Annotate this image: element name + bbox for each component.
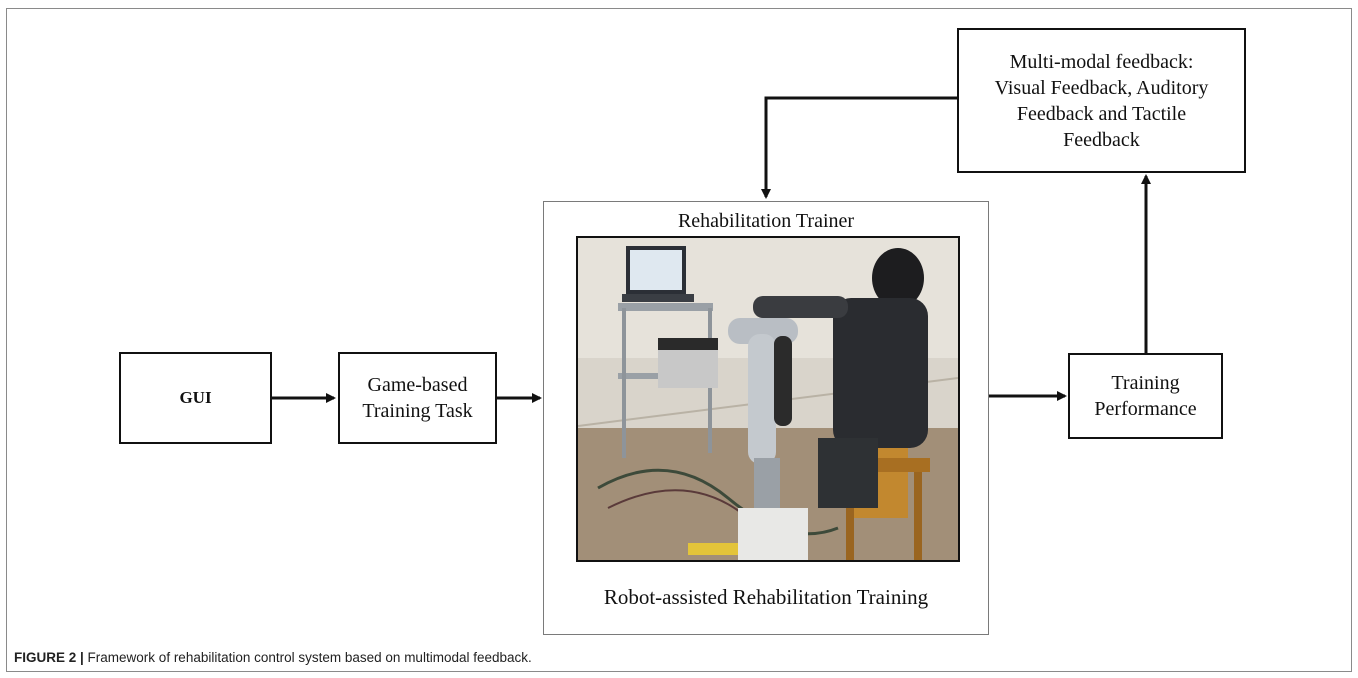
trainer-title: Rehabilitation Trainer: [677, 210, 855, 232]
figure-caption: FIGURE 2 | Framework of rehabilitation c…: [14, 650, 532, 665]
training-performance-box: Training Performance: [1068, 353, 1223, 439]
gui-label: GUI: [179, 388, 212, 407]
game-task-box: Game-based Training Task: [338, 352, 497, 444]
feedback-line-4: Feedback: [1063, 128, 1140, 151]
rehabilitation-trainer-panel: Rehabilitation Trainer: [543, 201, 989, 635]
photo-illustration: [578, 238, 958, 560]
multimodal-feedback-box: Multi-modal feedback: Visual Feedback, A…: [957, 28, 1246, 173]
feedback-line-1: Multi-modal feedback:: [1009, 50, 1194, 73]
trainer-caption: Robot-assisted Rehabilitation Training: [603, 585, 929, 609]
performance-line-2: Performance: [1094, 398, 1197, 420]
gui-box: GUI: [119, 352, 272, 444]
feedback-line-3: Feedback and Tactile: [1016, 102, 1187, 125]
game-task-line-1: Game-based: [367, 374, 468, 396]
figure-frame: [6, 8, 1352, 672]
figure-caption-text: Framework of rehabilitation control syst…: [83, 650, 532, 665]
game-task-line-2: Training Task: [362, 400, 473, 422]
feedback-line-2: Visual Feedback, Auditory: [994, 76, 1209, 99]
performance-line-1: Training: [1111, 372, 1180, 394]
arrow-feedback-to-trainer: [761, 96, 957, 199]
figure-caption-label: FIGURE 2 |: [14, 650, 84, 665]
rehabilitation-robot-photo: [576, 236, 960, 562]
